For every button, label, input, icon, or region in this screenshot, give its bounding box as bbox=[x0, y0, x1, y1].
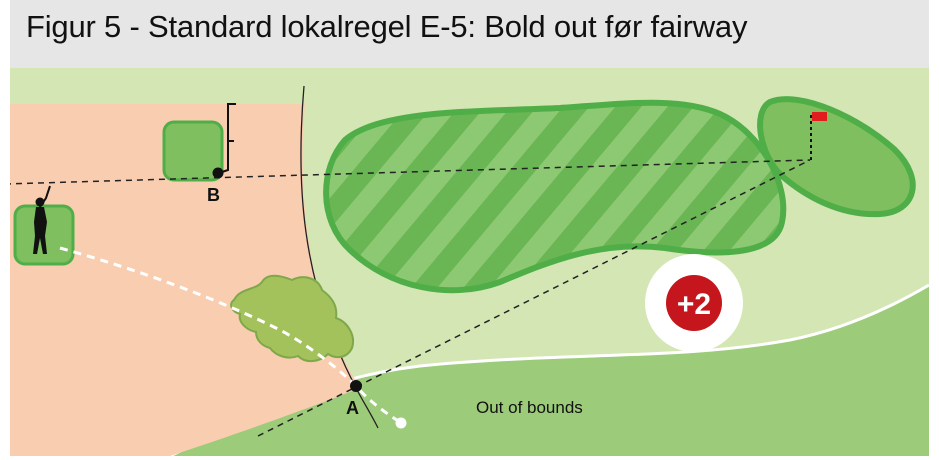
penalty-badge: +2 bbox=[645, 254, 743, 352]
green bbox=[757, 96, 916, 218]
penalty-label: +2 bbox=[677, 288, 711, 321]
point-b-marker bbox=[212, 167, 224, 179]
point-b-label: B bbox=[207, 185, 220, 205]
flag-icon bbox=[810, 112, 827, 160]
out-of-bounds-label: Out of bounds bbox=[476, 398, 583, 417]
bush bbox=[230, 274, 354, 362]
golfer-icon bbox=[33, 185, 51, 254]
point-a-marker bbox=[350, 380, 362, 392]
fairway bbox=[323, 99, 787, 294]
tee-marker-icon bbox=[221, 103, 236, 173]
figure-title: Figur 5 - Standard lokalregel E-5: Bold … bbox=[26, 9, 748, 44]
ball-out-marker bbox=[395, 417, 407, 429]
out-of-bounds-area bbox=[170, 285, 929, 456]
tee-box-b bbox=[162, 120, 224, 182]
penalty-zone bbox=[10, 104, 360, 456]
point-a-label: A bbox=[346, 398, 359, 418]
title-bar: Figur 5 - Standard lokalregel E-5: Bold … bbox=[10, 0, 929, 68]
line-a-to-hole bbox=[257, 159, 811, 437]
ball-flight-line bbox=[59, 246, 401, 424]
line-b-to-hole bbox=[10, 159, 811, 185]
